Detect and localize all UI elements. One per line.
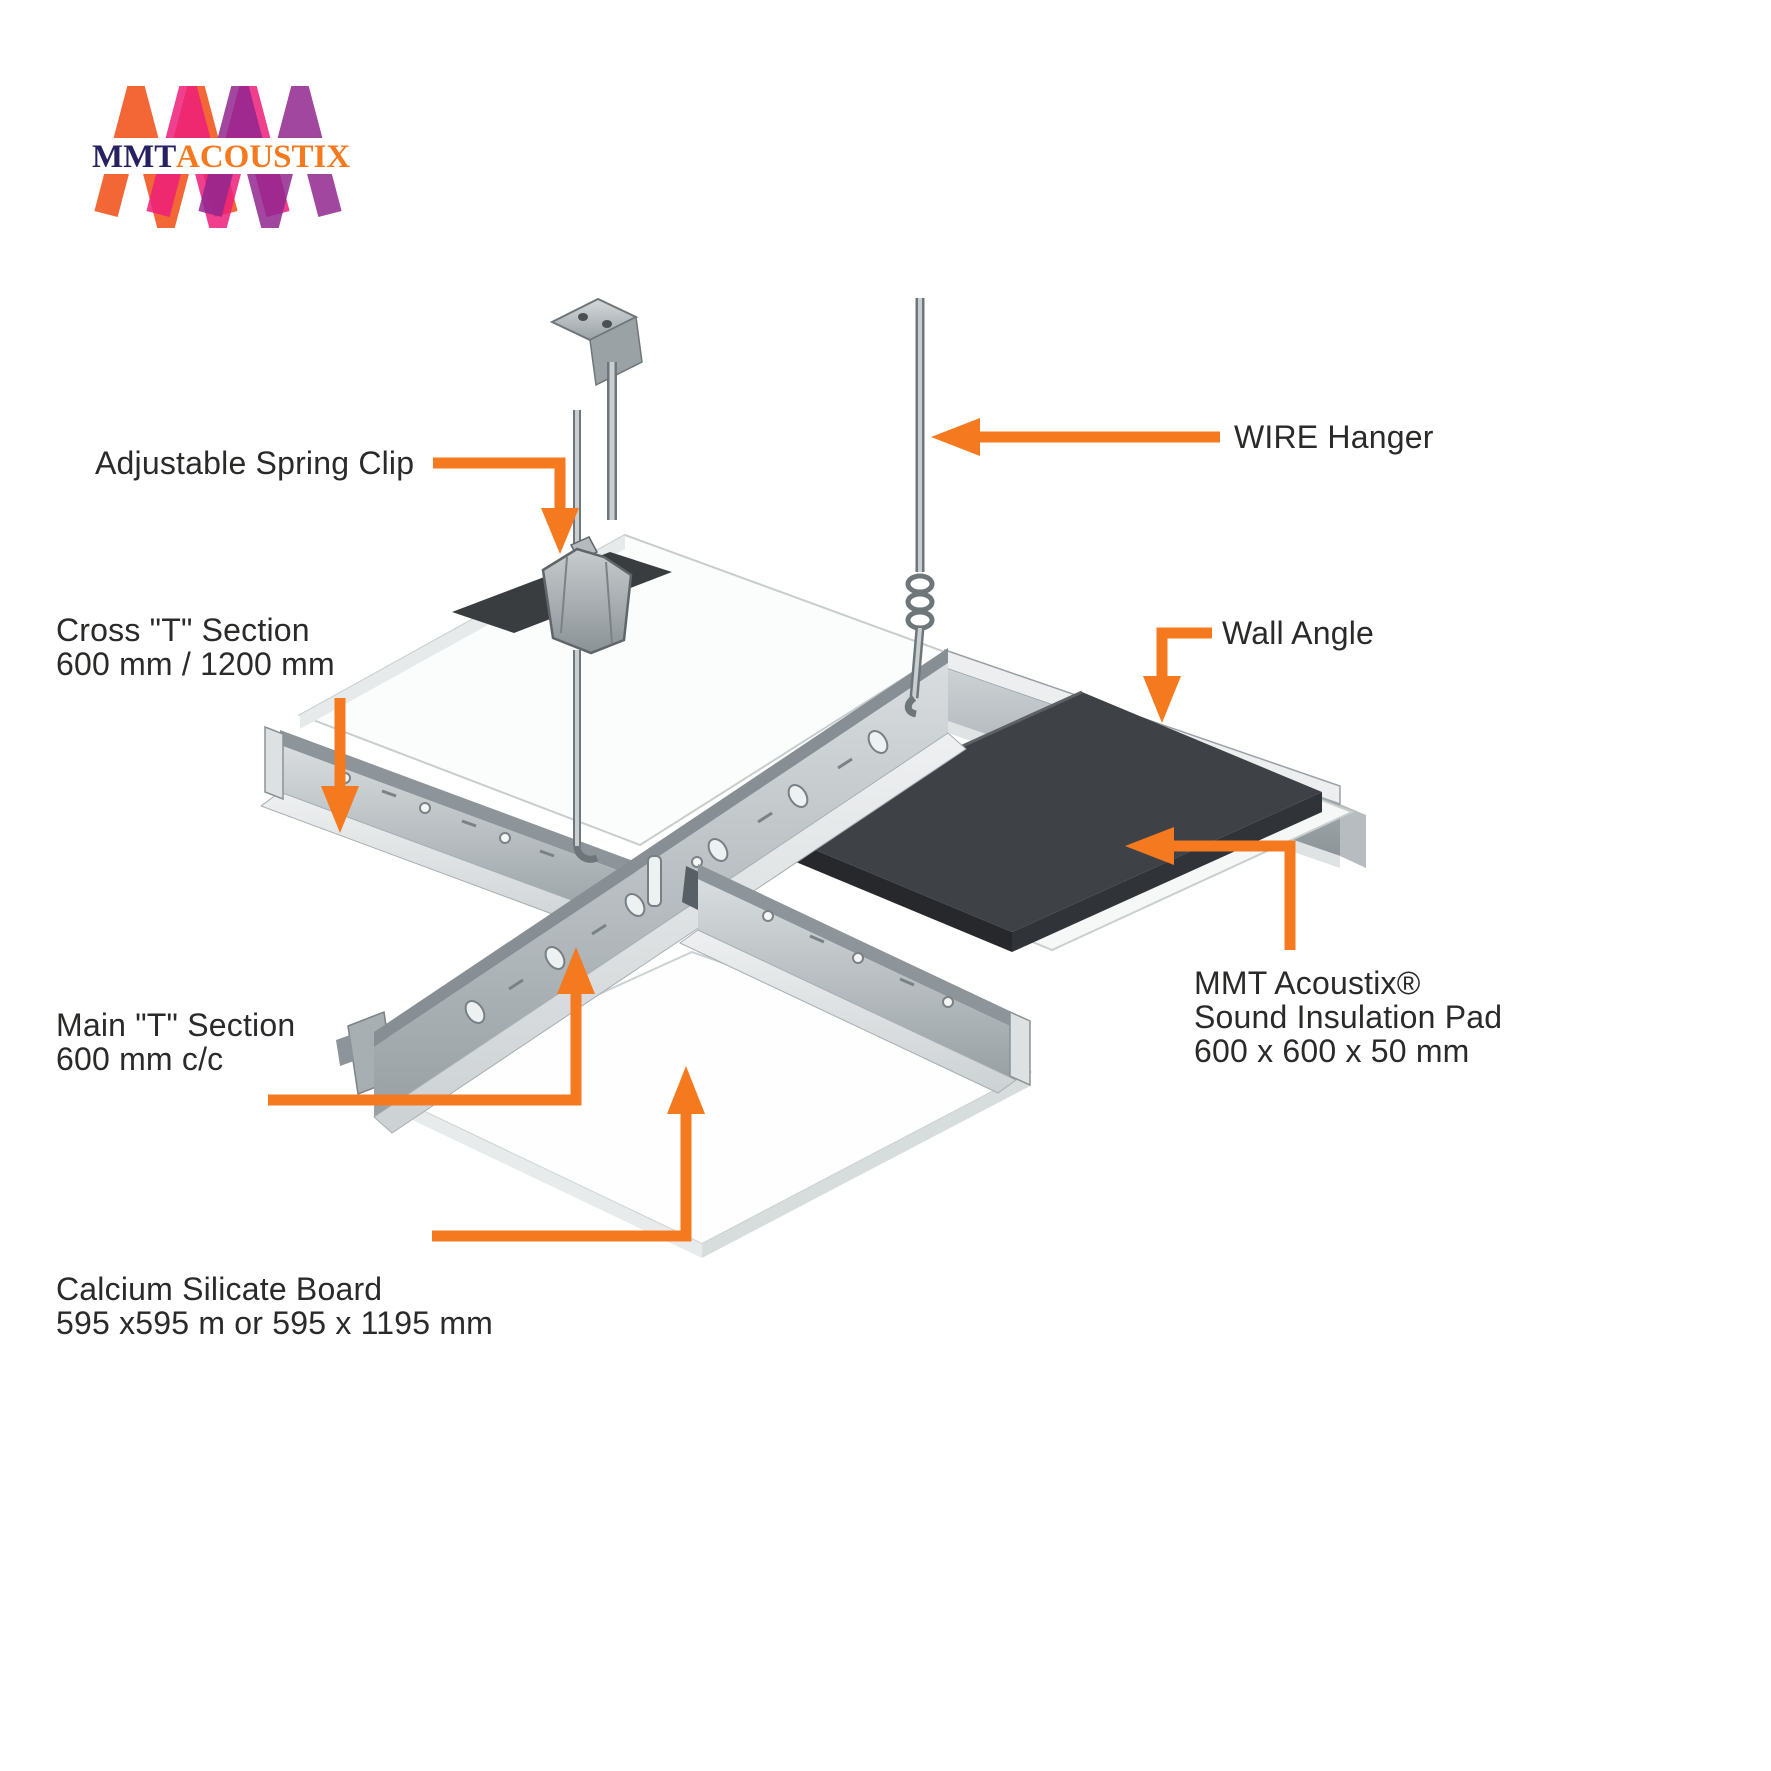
callout-line-calcium-board — [432, 1112, 692, 1242]
label-line: Adjustable Spring Clip — [95, 445, 415, 481]
label-wire-hanger: WIRE Hanger — [1234, 420, 1434, 454]
label-line: Sound Insulation Pad — [1194, 999, 1503, 1035]
label-line: WIRE Hanger — [1234, 419, 1434, 455]
callout-line-wall-angle — [1156, 627, 1212, 678]
label-line: 595 x595 m or 595 x 1195 mm — [56, 1305, 494, 1341]
logo-text-mmt: MMT — [92, 139, 176, 175]
cross-t-left-arm — [259, 725, 638, 939]
label-cross-t-section: Cross "T" Section 600 mm / 1200 mm — [56, 613, 335, 681]
label-calcium-silicate-board: Calcium Silicate Board 595 x595 m or 595… — [56, 1272, 493, 1340]
mmt-acoustix-logo: MMT ACOUSTIX — [92, 52, 354, 262]
arrowhead-pad-icon — [1125, 827, 1174, 865]
label-adjustable-spring-clip: Adjustable Spring Clip — [95, 446, 414, 480]
label-line: Calcium Silicate Board — [56, 1271, 383, 1307]
logo-mark-icon: MMT ACOUSTIX — [92, 52, 354, 262]
logo-text-band — [92, 138, 354, 174]
callout-arrowheads — [321, 418, 1181, 1114]
callout-line-pad — [1170, 840, 1296, 950]
main-t-runner — [336, 648, 967, 1134]
label-line: 600 mm c/c — [56, 1041, 224, 1077]
label-line: Main "T" Section — [56, 1007, 296, 1043]
callout-line-main-t — [268, 992, 582, 1106]
arrowhead-spring-clip-icon — [541, 508, 579, 554]
arrowhead-wire-hanger-icon — [931, 418, 980, 456]
arrowhead-main-t-icon — [557, 947, 595, 994]
label-sound-insulation-pad: MMT Acoustix® Sound Insulation Pad 600 x… — [1194, 966, 1502, 1068]
arrowhead-calcium-board-icon — [667, 1066, 705, 1114]
label-line: Wall Angle — [1222, 615, 1374, 651]
sound-insulation-pad — [771, 690, 1322, 952]
wire-hanger — [904, 298, 935, 718]
label-main-t-section: Main "T" Section 600 mm c/c — [56, 1008, 295, 1076]
label-wall-angle: Wall Angle — [1222, 616, 1374, 650]
label-line: 600 x 600 x 50 mm — [1194, 1033, 1470, 1069]
callout-lines — [268, 431, 1296, 1242]
cross-t-right-arm — [679, 864, 1031, 1094]
label-line: Cross "T" Section — [56, 612, 310, 648]
arrowhead-wall-angle-icon — [1143, 676, 1181, 723]
arrowhead-cross-t-icon — [321, 786, 359, 833]
logo-text-acoustix: ACOUSTIX — [176, 139, 350, 175]
adjustable-spring-clip-assembly — [541, 297, 643, 863]
label-line: 600 mm / 1200 mm — [56, 646, 335, 682]
label-line: MMT Acoustix® — [1194, 965, 1421, 1001]
callout-line-spring-clip — [433, 457, 566, 510]
